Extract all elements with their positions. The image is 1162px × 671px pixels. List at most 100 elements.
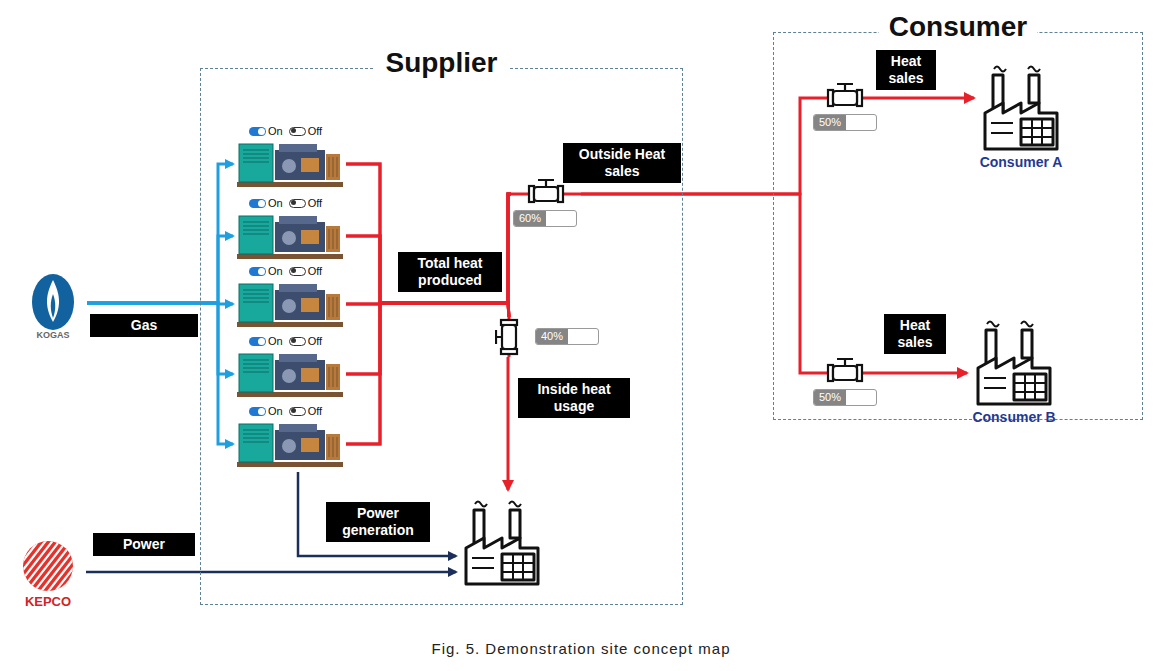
edge-label: Gas <box>90 314 198 337</box>
slider-fill: 60% <box>514 211 546 226</box>
region-heading-row: Consumer <box>774 11 1142 43</box>
logo-text-row: KOGAS <box>22 330 84 340</box>
dashed-region: Consumer50%50%Consumer AConsumer B <box>773 32 1143 420</box>
gas-pipe <box>87 303 233 374</box>
percent-value: 50% <box>819 391 841 403</box>
consumer-name-row: Consumer B <box>959 409 1069 425</box>
toggle-label: Off <box>308 265 322 277</box>
edge-label-text: Outside Heat sales <box>579 146 665 179</box>
consumer-name: Consumer A <box>980 154 1063 170</box>
region-heading-row: Supplier <box>201 47 682 79</box>
generator-picture <box>233 420 348 468</box>
edge-label-text: Heat sales <box>897 317 932 350</box>
toggle-off <box>289 127 306 136</box>
heat-pipe <box>346 194 511 374</box>
generator-unit: On Off <box>233 264 348 328</box>
toggle-on <box>249 337 266 346</box>
slider-fill: 40% <box>536 329 568 344</box>
valve: 50% <box>811 356 879 408</box>
valve: 40% <box>495 317 603 357</box>
percent-value: 50% <box>819 116 841 128</box>
percent-value: 60% <box>519 212 541 224</box>
caption-text: Fig. 5. Demonstration site concept map <box>432 640 731 657</box>
generator-picture <box>233 280 348 328</box>
heat-pipe <box>346 194 511 303</box>
edge-label-text: Gas <box>131 317 157 333</box>
slider-fill: 50% <box>814 390 846 405</box>
generator-unit: On Off <box>233 334 348 398</box>
inside-heat-line <box>507 357 510 490</box>
heat-pipe <box>346 164 511 303</box>
edge-label-text: Total heat produced <box>417 255 482 288</box>
toggle-on <box>249 199 266 208</box>
toggle-row: On Off <box>233 264 348 278</box>
gas-company-logo: KOGAS <box>22 272 84 348</box>
percent-slider: 50% <box>813 114 877 131</box>
heat-pipe <box>879 97 974 100</box>
generator-unit: OnOff <box>233 124 348 188</box>
region-heading: Supplier <box>375 47 507 78</box>
edge-label: Total heat produced <box>398 252 502 292</box>
heat-pipe <box>346 303 509 317</box>
toggle-off <box>289 407 306 416</box>
heat-pipe <box>346 303 509 444</box>
consumer-factory: Consumer A <box>966 61 1076 173</box>
toggle-row: On Off <box>233 404 348 418</box>
factory-icon <box>466 502 538 585</box>
logo-text-row: KEPCO <box>12 594 84 609</box>
toggle-label: On <box>268 405 283 417</box>
heat-pipe <box>346 303 509 374</box>
flow-label: Inside heat usage <box>518 378 630 418</box>
heat-pipe <box>346 164 509 317</box>
kepco-logo-mark <box>12 538 84 594</box>
heat-pipe <box>346 194 511 304</box>
toggle-on <box>249 267 266 276</box>
flow-label-text: Power generation <box>342 505 414 538</box>
toggle-off <box>289 267 306 276</box>
gas-pipe <box>87 164 233 303</box>
edge-label: Heat sales <box>884 314 946 354</box>
valve: 60% <box>511 177 581 233</box>
slider-fill: 50% <box>814 115 846 130</box>
toggle-off <box>289 337 306 346</box>
gas-pipe <box>87 236 233 303</box>
percent-slider: 50% <box>813 389 877 406</box>
generator-unit: On Off <box>233 404 348 468</box>
power-generation-line <box>298 472 456 556</box>
percent-value: 40% <box>541 330 563 342</box>
consumer-factory: Consumer B <box>959 316 1069 428</box>
flow-label: Power <box>93 533 195 556</box>
flow-label: Power generation <box>326 502 430 542</box>
factory-icon <box>959 316 1069 406</box>
flow-label-text: Inside heat usage <box>537 381 610 414</box>
region-heading: Consumer <box>879 11 1037 42</box>
valve-icon <box>811 356 879 386</box>
toggle-row: OnOff <box>233 124 348 138</box>
heat-pipe <box>346 236 509 317</box>
logo-text: KOGAS <box>36 330 69 340</box>
heat-pipe <box>346 194 511 444</box>
edge-label: Heat sales <box>876 50 936 90</box>
toggle-on <box>249 407 266 416</box>
toggle-label: Off <box>308 405 322 417</box>
toggle-row: On Off <box>233 334 348 348</box>
toggle-label: On <box>268 335 283 347</box>
generator-unit: OnOff <box>233 196 348 260</box>
toggle-label: On <box>268 125 283 137</box>
toggle-label: On <box>268 265 283 277</box>
flow-label-text: Power <box>123 536 165 552</box>
toggle-label: Off <box>308 335 322 347</box>
heat-pipe <box>581 194 811 373</box>
power-company-logo: KEPCO <box>12 538 84 612</box>
gas-pipe <box>87 303 233 444</box>
valve-icon <box>495 317 523 357</box>
power-line <box>86 571 456 574</box>
edge-label-text: Heat sales <box>888 53 923 86</box>
toggle-label: Off <box>308 197 322 209</box>
generator-picture <box>233 350 348 398</box>
valve-icon <box>811 81 879 111</box>
generator-picture <box>233 212 348 260</box>
toggle-on <box>249 127 266 136</box>
toggle-row: OnOff <box>233 196 348 210</box>
